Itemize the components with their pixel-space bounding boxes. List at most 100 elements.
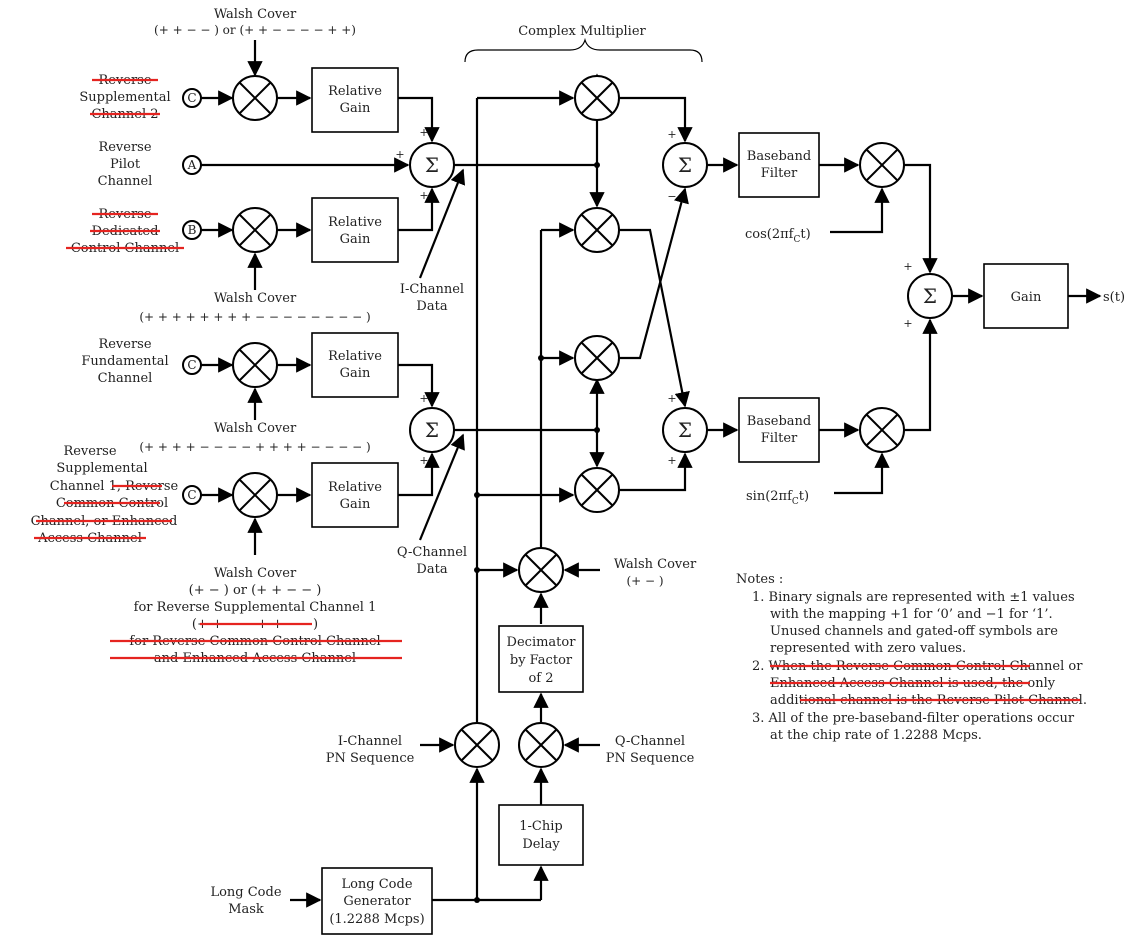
walsh-dedicated-title: Walsh Cover	[214, 291, 297, 306]
note1-line4: represented with zero values.	[770, 641, 966, 656]
chip-delay-line2: Delay	[522, 837, 560, 852]
wire	[398, 96, 440, 143]
cm-mixer-3	[574, 335, 620, 381]
note1-line2: with the mapping +1 for ‘0’ and −1 for ‘…	[770, 607, 1053, 622]
q-pn-label-2: PN Sequence	[606, 751, 695, 766]
relative-gain-1-line1: Relative	[328, 84, 382, 99]
lcg-line1: Long Code	[341, 877, 412, 892]
wire	[619, 452, 693, 492]
gain-block	[983, 263, 1069, 329]
wire	[619, 187, 689, 360]
svg-text:Σ: Σ	[425, 418, 439, 442]
sign: +	[667, 454, 676, 467]
walsh-mixer-decim	[518, 547, 564, 593]
bbf-q-line2: Filter	[761, 431, 798, 446]
sign: +	[903, 260, 912, 273]
walsh-bottom-note: for Reverse Supplemental Channel 1	[134, 600, 377, 615]
walsh-decim-pattern: (+ − )	[626, 574, 663, 588]
decimator-line3: of 2	[528, 671, 553, 686]
walsh-fund-pattern: (+ + + + − − − − + + + + − − − − )	[139, 440, 370, 454]
sum-final: Σ	[907, 273, 953, 319]
walsh-top-pattern: (+ + − − ) or (+ + − − − − + +)	[154, 23, 356, 37]
decimator-line2: by Factor	[510, 653, 573, 668]
relative-gain-3-line1: Relative	[328, 349, 382, 364]
wire	[904, 318, 938, 432]
pilot-label-3: Channel	[98, 174, 153, 189]
chip-delay-block	[498, 804, 584, 866]
lcg-line2: Generator	[343, 894, 411, 909]
walsh-mixer-dedicated	[232, 207, 278, 253]
i-pn-label-2: PN Sequence	[326, 751, 415, 766]
i-data-label-1: I-Channel	[400, 282, 464, 297]
sum-i: Σ	[409, 142, 455, 188]
cm-mixer-1	[574, 75, 620, 121]
i-data-label-2: Data	[416, 299, 447, 314]
svg-text:Σ: Σ	[678, 153, 692, 177]
wire	[398, 452, 440, 497]
carrier-mixer-cos	[859, 142, 905, 188]
terminal-a-letter: A	[187, 158, 197, 172]
wire	[834, 452, 890, 495]
bbf-i-line2: Filter	[761, 166, 798, 181]
wire	[904, 163, 938, 274]
pilot-label-2: Pilot	[110, 157, 141, 172]
sign: +	[419, 126, 428, 139]
decimator-block	[498, 625, 584, 693]
pn-mixer-q	[518, 722, 564, 768]
sin-label: sin(2πfCt)	[746, 489, 809, 507]
sign: +	[419, 189, 428, 202]
complex-multiplier-label: Complex Multiplier	[518, 24, 646, 39]
relative-gain-1-line2: Gain	[340, 101, 371, 116]
note1-line1: 1. Binary signals are represented with ±…	[752, 590, 1075, 605]
walsh-dedicated-pattern: (+ + + + + + + + − − − − − − − − )	[139, 310, 370, 324]
output-label: s(t)	[1103, 290, 1125, 305]
sign: +	[419, 454, 428, 467]
bbf-q-line1: Baseband	[747, 414, 811, 429]
terminal-c-supp1-letter: C	[187, 488, 196, 502]
walsh-bottom-title: Walsh Cover	[214, 566, 297, 581]
fundamental-label-2: Fundamental	[81, 354, 168, 369]
pilot-label-1: Reverse	[98, 140, 151, 155]
relative-gain-4	[311, 462, 399, 528]
note3-line2: at the chip rate of 1.2288 Mcps.	[770, 728, 982, 743]
gain-label: Gain	[1011, 290, 1042, 305]
svg-text:Σ: Σ	[425, 153, 439, 177]
wire	[830, 187, 890, 234]
c-top-label-2: Supplemental	[79, 90, 170, 105]
supp1-label-2: Supplemental	[56, 461, 147, 476]
walsh-bottom-pattern: (+ − ) or (+ + − − )	[189, 583, 322, 598]
lcg-line3: (1.2288 Mcps)	[329, 912, 424, 927]
sign: +	[903, 317, 912, 330]
note3-line1: 3. All of the pre-baseband-filter operat…	[752, 711, 1075, 726]
cos-label: cos(2πfCt)	[745, 227, 811, 245]
i-data-pointer	[418, 168, 466, 279]
baseband-filter-i	[738, 132, 820, 198]
relative-gain-2	[311, 197, 399, 263]
relative-gain-4-line1: Relative	[328, 480, 382, 495]
carrier-mixer-sin	[859, 407, 905, 453]
wire	[619, 228, 690, 408]
sign: +	[395, 148, 404, 161]
terminal-c-fund-letter: C	[187, 358, 196, 372]
cm-mixer-2	[574, 207, 620, 253]
walsh-top-title: Walsh Cover	[214, 7, 297, 22]
i-pn-label-1: I-Channel	[338, 734, 402, 749]
walsh-fund-title: Walsh Cover	[214, 421, 297, 436]
long-mask-label-1: Long Code	[210, 885, 281, 900]
chip-delay-line1: 1-Chip	[519, 819, 562, 834]
svg-text:Σ: Σ	[923, 284, 937, 308]
cm-mixer-4	[574, 467, 620, 513]
wire	[619, 96, 693, 143]
long-code-generator	[321, 867, 433, 935]
sum-i-out: Σ	[662, 142, 708, 188]
sign: +	[667, 392, 676, 405]
wire	[398, 363, 440, 408]
sum-q-out: Σ	[662, 407, 708, 453]
relative-gain-3-line2: Gain	[340, 366, 371, 381]
pn-mixer-i	[454, 722, 500, 768]
sign: +	[419, 392, 428, 405]
walsh-mixer-top	[232, 75, 278, 121]
fundamental-label-1: Reverse	[98, 337, 151, 352]
notes-title: Notes :	[736, 572, 783, 587]
